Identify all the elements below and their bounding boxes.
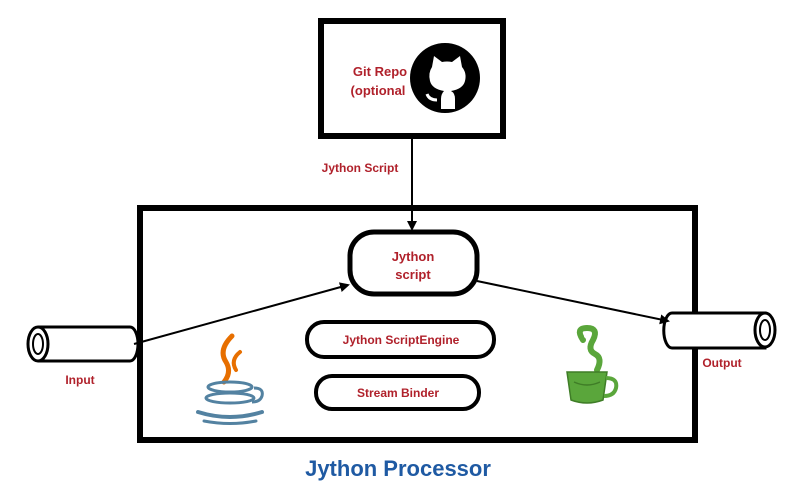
input-label: Input	[65, 373, 94, 387]
input-to-script-arrow	[133, 282, 350, 345]
script-engine-node: Jython ScriptEngine	[305, 320, 496, 359]
processor-title: Jython Processor	[305, 456, 491, 481]
git-repo-box: Git Repo (optional	[318, 18, 506, 139]
jython-script-node-line2: script	[395, 267, 431, 282]
jython-script-node: Jython script	[347, 229, 480, 297]
output-pipe	[662, 311, 777, 350]
output-label: Output	[702, 356, 741, 370]
jython-script-edge-label: Jython Script	[322, 161, 399, 175]
stream-binder-label: Stream Binder	[357, 386, 439, 400]
jython-logo-icon	[566, 324, 619, 404]
git-repo-label-line2: (optional	[351, 83, 406, 98]
script-to-output-arrow	[476, 280, 670, 325]
git-repo-label-line1: Git Repo	[353, 64, 407, 79]
script-engine-label: Jython ScriptEngine	[343, 333, 460, 347]
jython-script-node-line1: Jython	[392, 249, 435, 264]
stream-binder-node: Stream Binder	[314, 374, 481, 411]
github-octocat-icon	[410, 43, 480, 113]
input-pipe	[26, 325, 140, 363]
java-logo-icon	[196, 333, 264, 425]
